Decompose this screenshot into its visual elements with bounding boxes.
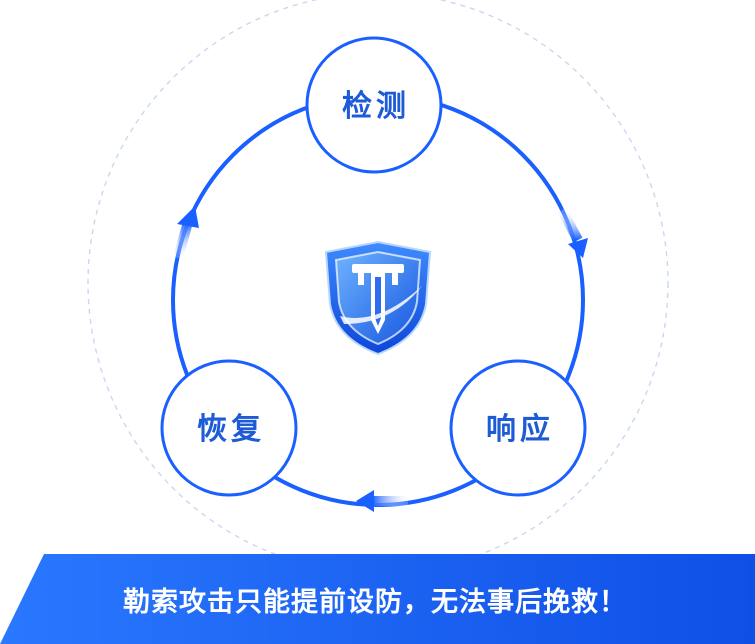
node-recover-label: 恢复 (197, 412, 265, 447)
node-respond: 响应 (449, 359, 587, 497)
banner-text: 勒索攻击只能提前设防，无法事后挽救！ (123, 586, 627, 618)
arrow-respond-to-recover (356, 490, 408, 512)
outer-dashed-ring (87, 0, 669, 574)
arrow-detect-to-respond (557, 207, 588, 258)
node-detect: 检测 (305, 36, 443, 174)
node-recover: 恢复 (160, 359, 298, 497)
arrow-recover-to-detect (173, 206, 199, 260)
node-detect-label: 检测 (342, 89, 410, 124)
node-respond-label: 响应 (486, 412, 554, 447)
shield-sword-icon (324, 240, 432, 356)
bottom-banner: 勒索攻击只能提前设防，无法事后挽救！ (0, 554, 755, 644)
